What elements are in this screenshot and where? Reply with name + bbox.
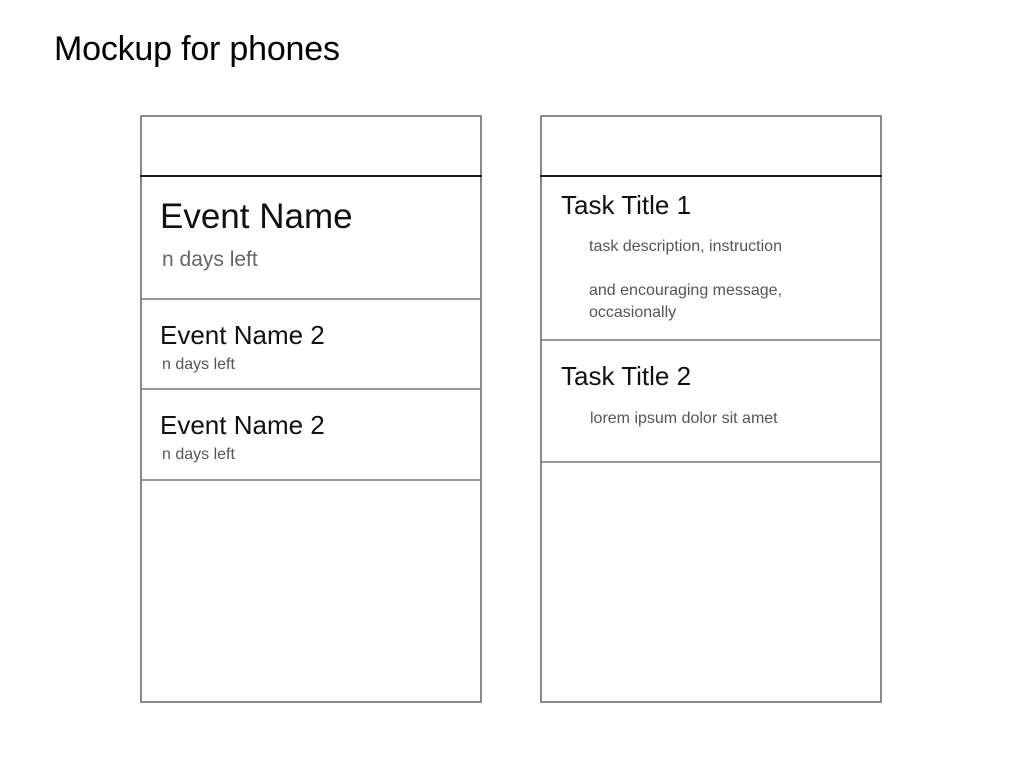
task-list-item[interactable]: Task Title 1 task description, instructi…	[542, 177, 880, 341]
task-list-item[interactable]: Task Title 2 lorem ipsum dolor sit amet	[542, 341, 880, 463]
event-list-item-featured[interactable]: Event Name n days left	[142, 177, 480, 300]
task-description: lorem ipsum dolor sit amet	[590, 408, 850, 430]
event-name: Event Name	[160, 197, 353, 236]
event-days-left: n days left	[162, 248, 258, 271]
tasks-phone-frame: Task Title 1 task description, instructi…	[540, 115, 882, 703]
event-days-left: n days left	[162, 356, 235, 373]
event-list-item[interactable]: Event Name 2 n days left	[142, 390, 480, 481]
event-name: Event Name 2	[160, 320, 325, 350]
task-description-line: and encouraging message, occasionally	[589, 282, 783, 321]
task-description-line: task description, instruction	[589, 238, 782, 255]
event-days-left: n days left	[162, 446, 235, 463]
event-list-item[interactable]: Event Name 2 n days left	[142, 300, 480, 390]
task-description: task description, instruction and encour…	[589, 236, 849, 324]
page-title: Mockup for phones	[54, 30, 340, 68]
event-name: Event Name 2	[160, 410, 325, 440]
task-title: Task Title 1	[561, 190, 692, 220]
phone-header-bar	[140, 117, 482, 177]
task-title: Task Title 2	[561, 361, 692, 391]
events-phone-frame: Event Name n days left Event Name 2 n da…	[140, 115, 482, 703]
task-description-line: lorem ipsum dolor sit amet	[590, 410, 778, 427]
phone-header-bar	[540, 117, 882, 177]
